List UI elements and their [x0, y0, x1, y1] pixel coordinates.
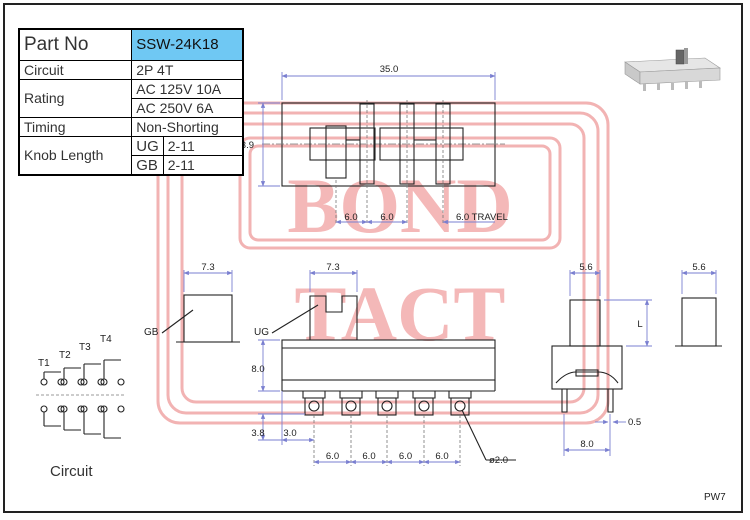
spec-row-rating-1: Rating AC 125V 10A — [18, 79, 244, 118]
top-height-dimension: 13.9 — [236, 140, 255, 151]
gb-label: GB — [144, 327, 159, 338]
timing-value: Non-Shorting — [131, 117, 244, 137]
spec-row-timing: Timing Non-Shorting — [18, 117, 244, 137]
knob-side-width: 5.6 — [692, 262, 705, 273]
watermark: BOND TACT — [156, 101, 610, 425]
timing-label: Timing — [18, 117, 133, 137]
ug-label: UG — [254, 327, 269, 338]
knob-ug-value: 2-11 — [162, 136, 244, 156]
circuit-caption: Circuit — [50, 463, 93, 480]
front-view: 7.3 UG 8.0 3.8 3.0 6.0 6.0 6.0 6.0 ø2.0 — [251, 262, 516, 466]
knob-length-label: Knob Length — [18, 136, 133, 176]
top-width-dimension: 35.0 — [380, 64, 399, 75]
pin-length-dimension: 3.8 — [251, 428, 264, 439]
knob-ug-label: UG — [131, 136, 164, 156]
spec-row-part-no: Part No SSW-24K18 — [18, 28, 244, 61]
terminal-pin — [339, 391, 363, 466]
pitch-dimension: 6.0 — [435, 451, 448, 462]
side-knob-width: 5.6 — [579, 262, 592, 273]
rating-value-2: AC 250V 6A — [131, 98, 244, 118]
first-pin-offset: 3.0 — [283, 428, 296, 439]
terminal-t4: T4 — [100, 334, 112, 345]
side-view: 5.6 L 0.5 8.0 — [551, 262, 652, 456]
top-pitch-1: 6.0 — [344, 212, 357, 223]
rating-value-1: AC 125V 10A — [131, 79, 244, 99]
watermark-text-2: TACT — [295, 270, 506, 357]
rating-label: Rating — [18, 79, 133, 118]
knob-gb-value: 2-11 — [162, 155, 244, 176]
top-pitch-2: 6.0 — [380, 212, 393, 223]
terminal-pin — [412, 391, 436, 466]
gb-width-dimension: 7.3 — [201, 262, 214, 273]
pitch-dimension: 6.0 — [326, 451, 339, 462]
page-code: PW7 — [704, 492, 726, 503]
product-photo — [624, 48, 721, 91]
terminal-t1: T1 — [38, 358, 50, 369]
pin-span-dimension: 8.0 — [580, 439, 593, 450]
top-view: 35.0 13.9 6.0 6.0 6.0 TRAVEL — [236, 64, 508, 225]
part-no-value: SSW-24K18 — [131, 28, 244, 61]
pitch-dimension: 6.0 — [399, 451, 412, 462]
circuit-value: 2P 4T — [131, 60, 244, 80]
spec-table: Part No SSW-24K18 Circuit 2P 4T Rating A… — [18, 28, 244, 176]
pitch-dimension: 6.0 — [362, 451, 375, 462]
spec-row-circuit: Circuit 2P 4T — [18, 60, 244, 80]
spec-row-knob-ug: Knob Length UG 2-11 — [18, 136, 244, 176]
knob-side-view: 5.6 — [675, 262, 722, 347]
circuit-contact-group — [60, 367, 85, 431]
ug-width-dimension: 7.3 — [326, 262, 339, 273]
pin-thickness-dimension: 0.5 — [628, 417, 641, 428]
drawing-frame — [3, 3, 743, 513]
spec-row-knob-gb: GB 2-11 — [19, 155, 244, 176]
part-no-label: Part No — [18, 28, 133, 61]
circuit-diagram: T1 T2 T3 T4 Circuit — [36, 334, 126, 480]
knob-length-dimension: L — [637, 319, 642, 330]
hole-diameter: ø2.0 — [489, 455, 508, 466]
circuit-contact-group — [100, 359, 125, 439]
terminal-t3: T3 — [79, 342, 91, 353]
terminal-t2: T2 — [59, 350, 71, 361]
travel-dimension: 6.0 TRAVEL — [456, 212, 508, 223]
circuit-label: Circuit — [18, 60, 133, 80]
terminal-pin — [448, 391, 472, 466]
circuit-contact-group — [80, 363, 105, 435]
gb-knob-view: 7.3 GB — [144, 262, 240, 343]
terminal-pin — [375, 391, 399, 466]
circuit-contact-group — [40, 371, 65, 427]
knob-gb-label: GB — [131, 155, 164, 176]
body-height-dimension: 8.0 — [251, 364, 264, 375]
